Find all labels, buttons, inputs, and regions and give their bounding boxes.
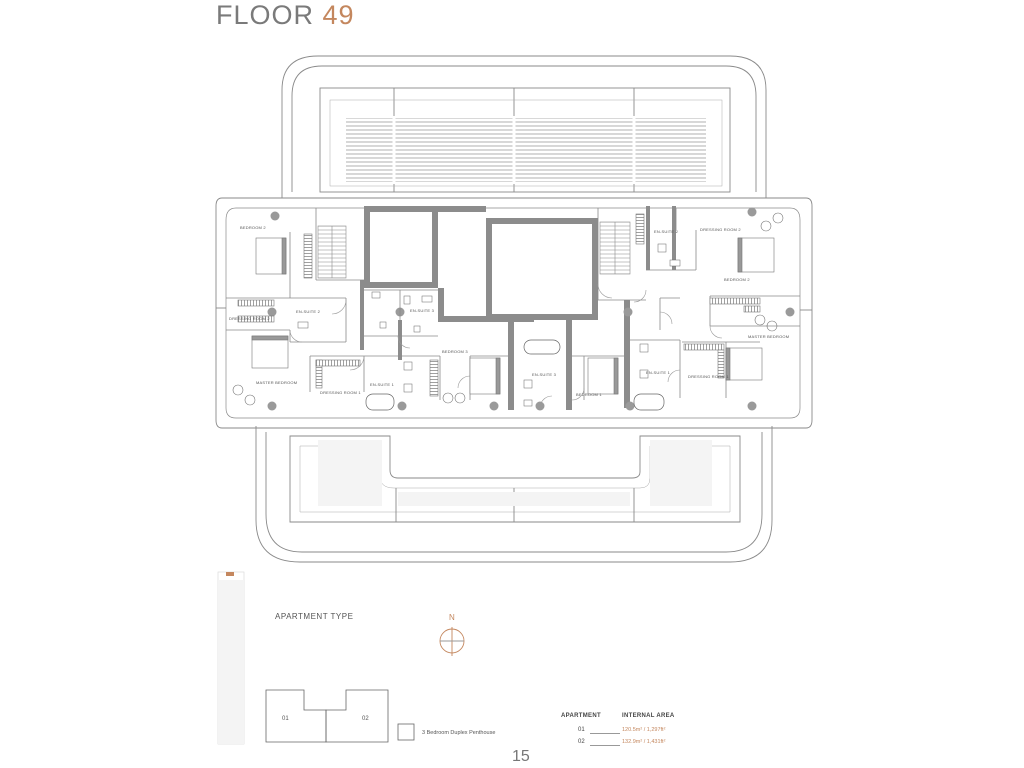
page-title-word: FLOOR: [216, 0, 315, 30]
label-master-bedroom-right: MASTER BEDROOM: [748, 334, 789, 339]
area-table-header-apartment: APARTMENT: [561, 713, 601, 719]
apartment-key-diagram: [265, 689, 415, 743]
label-dressing-room-1-right: DRESSING ROOM 1: [688, 374, 729, 379]
label-dressing-room-2-left: DRESSING ROOM 2: [229, 316, 270, 321]
label-bedroom-1: BEDROOM 1: [576, 392, 602, 397]
label-master-bedroom-left: MASTER BEDROOM: [256, 380, 297, 385]
top-louvre-grille: [346, 118, 706, 182]
bathtubs: [365, 339, 665, 411]
apartment-type-heading: APARTMENT TYPE: [275, 612, 354, 621]
page-title-number: 49: [322, 0, 355, 30]
label-bedroom-3: BEDROOM 3: [442, 349, 468, 354]
label-ensuite-3-center: EN-SUITE 3: [532, 372, 557, 377]
area-row-leader: [590, 733, 620, 734]
area-row-value: 120.5m² / 1,297ft²: [622, 727, 666, 733]
area-row-value: 132.9m² / 1,431ft²: [622, 739, 666, 745]
label-bedroom-2-left: BEDROOM 2: [240, 225, 266, 230]
lounge-chairs: [232, 212, 784, 406]
label-ensuite-1-left: EN-SUITE 1: [370, 382, 395, 387]
label-ensuite-2-left: EN-SUITE 2: [296, 309, 321, 314]
label-dressing-room-1-left: DRESSING ROOM 1: [320, 390, 361, 395]
bottom-deck-mid: [398, 492, 630, 506]
top-grille-dividers: [392, 116, 636, 184]
bottom-deck-left: [318, 440, 382, 506]
label-bedroom-2-right: BEDROOM 2: [724, 277, 750, 282]
legend-penthouse-label: 3 Bedroom Duplex Penthouse: [422, 730, 496, 736]
compass-north-label: N: [449, 613, 455, 622]
wardrobes: [237, 213, 761, 397]
apartment-01-label: 01: [282, 716, 289, 722]
bottom-deck-right: [650, 440, 712, 506]
label-ensuite-1-right: EN-SUITE 1: [646, 370, 671, 375]
compass-icon: [439, 627, 465, 656]
room-labels: BEDROOM 2 DRESSING ROOM 2 EN-SUITE 2 EN-…: [229, 225, 789, 397]
door-swings: [289, 283, 723, 409]
sanitary-fixtures: [297, 243, 681, 407]
area-table-header-area: INTERNAL AREA: [622, 713, 675, 719]
beds: [251, 237, 775, 395]
apartment-01-shape: [265, 689, 327, 743]
label-ensuite-2-right: EN-SUITE 2: [654, 229, 679, 234]
apartment-02-label: 02: [362, 716, 369, 722]
floor-outline: [215, 197, 813, 429]
structural-cores: [360, 206, 676, 410]
apartment-02-shape: [325, 689, 389, 743]
area-row-apartment: 02: [578, 739, 585, 745]
area-row-leader: [590, 745, 620, 746]
label-dressing-room-2-right: DRESSING ROOM 2: [700, 227, 741, 232]
page-number: 15: [512, 748, 530, 765]
page-title: FLOOR 49: [216, 0, 355, 31]
area-row-apartment: 01: [578, 727, 585, 733]
label-ensuite-3-left: EN-SUITE 3: [410, 308, 435, 313]
building-elevation-icon: [217, 571, 245, 745]
